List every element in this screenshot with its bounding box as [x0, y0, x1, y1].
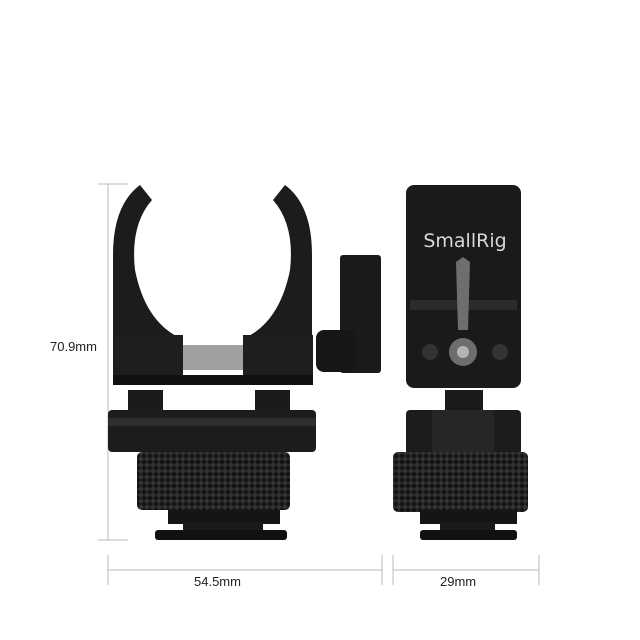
shock-mount-side-view — [393, 185, 528, 540]
front-width-dimension-line — [107, 555, 383, 585]
shock-mount-front-view — [108, 185, 381, 540]
side-width-dimension-line — [392, 555, 540, 585]
height-dimension-label: 70.9mm — [50, 339, 97, 354]
side-width-dimension-label: 29mm — [440, 574, 477, 589]
smallrig-logo: SmallRig — [423, 230, 507, 252]
front-width-dimension-label: 54.5mm — [194, 574, 241, 589]
height-dimension-line — [98, 183, 128, 541]
